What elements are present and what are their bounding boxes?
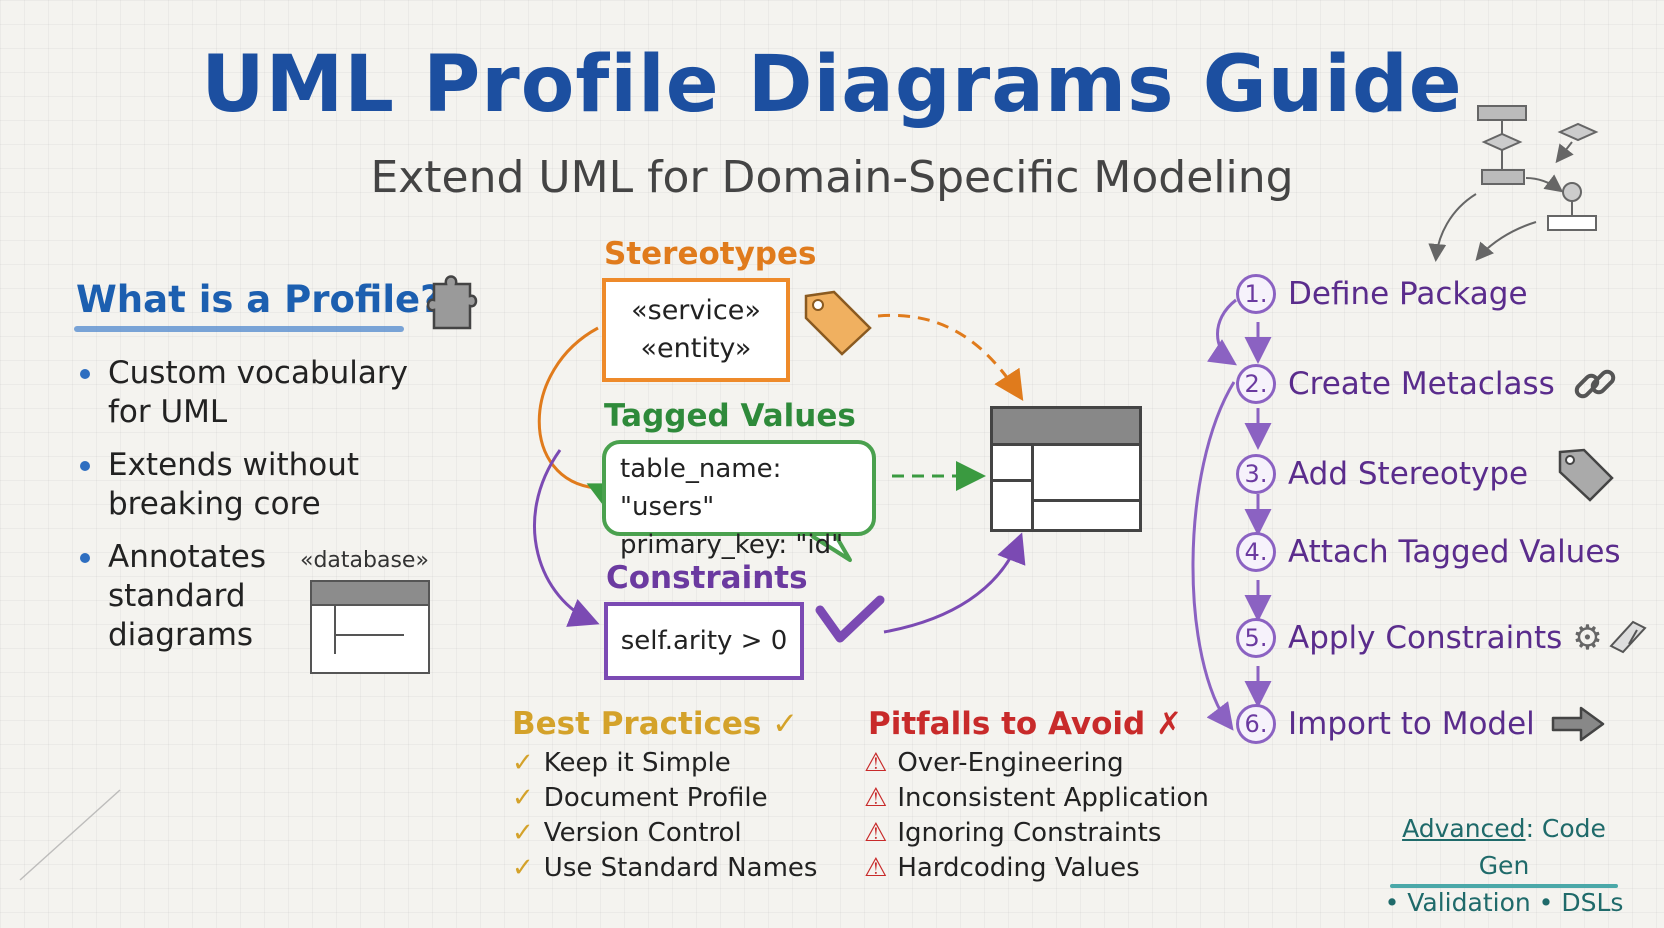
step-item: 5. Apply Constraints ⚙	[1236, 618, 1649, 658]
warning-icon: ⚠	[864, 748, 888, 778]
list-item: ✓Use Standard Names	[512, 853, 818, 883]
page-title: UML Profile Diagrams Guide	[201, 40, 1463, 130]
list-item: ✓Document Profile	[512, 783, 768, 813]
stereotypes-box: «service» «entity»	[602, 278, 790, 382]
tagged-value-line: primary_key: "id"	[620, 530, 844, 560]
step-item: 3. Add Stereotype	[1236, 446, 1616, 502]
bullet-dot	[80, 369, 90, 379]
step-number: 6.	[1236, 704, 1276, 744]
list-item: ✓Version Control	[512, 818, 742, 848]
pitfalls-heading: Pitfalls to Avoid ✗	[868, 706, 1182, 742]
tag-icon	[804, 290, 872, 356]
page-subtitle: Extend UML for Domain-Specific Modeling	[370, 152, 1294, 203]
constraints-heading: Constraints	[606, 560, 808, 596]
list-item: ⚠Ignoring Constraints	[864, 818, 1162, 848]
step-number: 3.	[1236, 454, 1276, 494]
stereotypes-heading: Stereotypes	[604, 236, 817, 272]
bullet-dot	[80, 553, 90, 563]
gear-icon: ⚙	[1572, 618, 1603, 658]
database-label: «database»	[300, 548, 429, 573]
arrow-right-icon	[1551, 706, 1605, 742]
tag-icon	[1558, 448, 1614, 502]
best-practices-list: ✓Keep it Simple ✓Document Profile ✓Versi…	[512, 746, 817, 886]
database-table-icon	[310, 580, 430, 674]
step-label: Attach Tagged Values	[1288, 534, 1621, 570]
link-icon	[1574, 369, 1616, 399]
constraints-box: self.arity > 0	[604, 602, 804, 680]
check-icon: ✓	[512, 748, 534, 778]
step-label: Define Package	[1288, 276, 1528, 312]
puzzle-icon	[426, 275, 478, 330]
list-item: ⚠Hardcoding Values	[864, 853, 1140, 883]
model-table-icon	[990, 406, 1142, 532]
step-item: 6. Import to Model	[1236, 704, 1605, 744]
heading-underline	[74, 326, 404, 332]
advanced-prefix: Advanced	[1402, 814, 1526, 843]
list-item: ⚠Over-Engineering	[864, 748, 1124, 778]
step-label: Import to Model	[1288, 706, 1535, 742]
check-icon: ✓	[512, 783, 534, 813]
check-icon: ✓	[512, 818, 534, 848]
check-icon: ✓	[512, 853, 534, 883]
advanced-note: Advanced: Code Gen • Validation • DSLs	[1384, 810, 1624, 921]
stereotype-service: «service»	[631, 295, 761, 326]
warning-icon: ⚠	[864, 783, 888, 813]
step-label: Add Stereotype	[1288, 456, 1529, 492]
tagged-values-box: table_name: "users" primary_key: "id"	[602, 440, 876, 560]
list-item: ⚠Inconsistent Application	[864, 783, 1209, 813]
step-number: 5.	[1236, 618, 1276, 658]
step-number: 4.	[1236, 532, 1276, 572]
step-item: 2. Create Metaclass	[1236, 360, 1619, 408]
step-item: 1. Define Package	[1236, 274, 1528, 314]
pitfalls-list: ⚠Over-Engineering ⚠Inconsistent Applicat…	[864, 746, 1209, 886]
ruler-icon	[1609, 620, 1647, 654]
advanced-line2: • Validation • DSLs	[1384, 888, 1624, 917]
step-label: Create Metaclass	[1288, 366, 1555, 402]
advanced-underline	[1390, 884, 1618, 888]
best-practices-heading: Best Practices ✓	[512, 706, 799, 742]
stereotype-entity: «entity»	[640, 333, 752, 364]
step-number: 1.	[1236, 274, 1276, 314]
bullet-dot	[80, 461, 90, 471]
list-item: ✓Keep it Simple	[512, 748, 731, 778]
step-label: Apply Constraints	[1288, 620, 1563, 656]
warning-icon: ⚠	[864, 853, 888, 883]
profile-heading: What is a Profile?	[76, 278, 442, 321]
warning-icon: ⚠	[864, 818, 888, 848]
step-item: 4. Attach Tagged Values	[1236, 532, 1621, 572]
tagged-values-heading: Tagged Values	[604, 398, 856, 434]
step-number: 2.	[1236, 364, 1276, 404]
tagged-value-line: table_name: "users"	[620, 454, 782, 522]
